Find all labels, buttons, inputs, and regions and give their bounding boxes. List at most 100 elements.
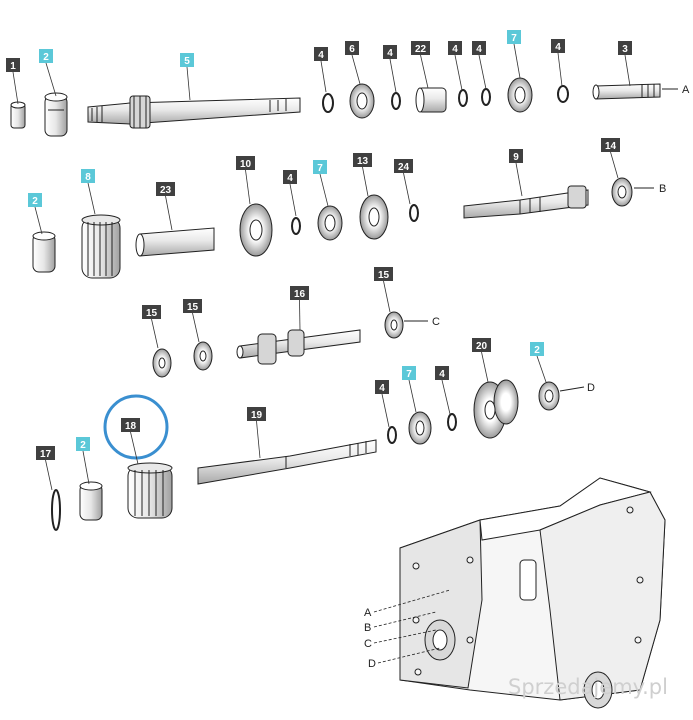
part-tag-4: 4 bbox=[375, 380, 390, 428]
gearbox-housing bbox=[399, 477, 666, 709]
part-tag-15: 15 bbox=[142, 305, 161, 349]
leader-line bbox=[256, 420, 261, 459]
part-4-circlip bbox=[291, 217, 301, 235]
leader-line bbox=[87, 182, 96, 215]
tag-number: 14 bbox=[605, 141, 617, 152]
leader-line bbox=[536, 355, 547, 383]
tag-box bbox=[180, 53, 194, 67]
tag-box bbox=[236, 156, 255, 170]
leader-line bbox=[34, 206, 43, 235]
part-4-circlip bbox=[557, 85, 569, 103]
tag-box bbox=[36, 446, 55, 460]
part-5-shaft bbox=[87, 95, 301, 129]
tag-box bbox=[394, 159, 413, 173]
tag-box bbox=[313, 160, 327, 174]
tag-box bbox=[472, 41, 486, 55]
tag-number: 2 bbox=[43, 52, 49, 63]
tag-box bbox=[507, 30, 521, 44]
tag-number: 23 bbox=[160, 185, 172, 196]
tag-number: 22 bbox=[415, 44, 427, 55]
tag-box bbox=[601, 138, 620, 152]
tag-number: 7 bbox=[406, 369, 412, 380]
leader-line bbox=[381, 393, 390, 428]
part-tag-23: 23 bbox=[156, 182, 175, 231]
tag-number: 6 bbox=[349, 44, 355, 55]
part-15-spacer bbox=[152, 348, 172, 378]
part-23-tube bbox=[139, 227, 215, 257]
part-tag-4: 4 bbox=[283, 170, 297, 217]
part-tag-6: 6 bbox=[345, 41, 361, 85]
leader-line bbox=[408, 379, 417, 413]
tag-number: 7 bbox=[317, 163, 323, 174]
leader-line bbox=[165, 195, 173, 231]
part-tag-19: 19 bbox=[247, 407, 266, 459]
part-20-gear bbox=[473, 379, 519, 439]
part-tag-7: 7 bbox=[507, 30, 521, 79]
tag-box bbox=[142, 305, 161, 319]
part-8-gear bbox=[81, 214, 121, 279]
tag-number: 2 bbox=[80, 440, 86, 451]
tag-number: 4 bbox=[476, 44, 482, 55]
part-tag-8: 8 bbox=[81, 169, 96, 215]
watermark: Sprzedajemy.pl bbox=[508, 675, 668, 699]
tag-number: 16 bbox=[294, 289, 306, 300]
part-16-countershaft bbox=[236, 329, 361, 365]
part-2-bearing bbox=[538, 381, 560, 411]
tag-box bbox=[530, 342, 544, 356]
leader-line bbox=[515, 162, 523, 197]
tag-box bbox=[39, 49, 53, 63]
part-1-bushing bbox=[10, 101, 26, 129]
part-tag-5: 5 bbox=[180, 53, 194, 101]
housing-letter-b: B bbox=[364, 622, 371, 634]
part-tag-3: 3 bbox=[618, 41, 632, 87]
tag-box bbox=[314, 47, 328, 61]
tag-number: 18 bbox=[125, 421, 137, 432]
part-2-bearing bbox=[79, 481, 103, 521]
part-tag-22: 22 bbox=[411, 41, 430, 89]
leader-line bbox=[389, 58, 397, 93]
tag-box bbox=[6, 58, 20, 72]
tag-box bbox=[411, 41, 430, 55]
part-tag-15: 15 bbox=[374, 267, 393, 313]
tag-number: 17 bbox=[40, 449, 52, 460]
housing-letter-c: C bbox=[364, 638, 372, 650]
part-7-bearing bbox=[317, 205, 343, 241]
leader-line bbox=[45, 459, 53, 491]
tag-number: 5 bbox=[184, 56, 190, 67]
tag-number: 24 bbox=[398, 162, 410, 173]
leader-line bbox=[320, 60, 327, 93]
part-tag-16: 16 bbox=[290, 286, 309, 331]
tag-number: 4 bbox=[452, 44, 458, 55]
part-tag-10: 10 bbox=[236, 156, 255, 205]
part-tag-2: 2 bbox=[28, 193, 43, 235]
part-tag-1: 1 bbox=[6, 58, 20, 105]
part-17-circlip bbox=[51, 489, 61, 531]
leader-line bbox=[319, 173, 329, 207]
leader-line bbox=[513, 43, 521, 79]
leader-line bbox=[420, 54, 429, 89]
leader-line bbox=[82, 450, 90, 485]
tag-box bbox=[509, 149, 523, 163]
tag-number: 4 bbox=[439, 369, 445, 380]
part-tag-15: 15 bbox=[183, 299, 202, 343]
tag-number: 19 bbox=[251, 410, 263, 421]
part-4-circlip bbox=[391, 92, 401, 110]
leader-line bbox=[481, 351, 489, 383]
tag-box bbox=[290, 286, 309, 300]
part-tag-2: 2 bbox=[39, 49, 57, 97]
tag-box bbox=[76, 437, 90, 451]
leader-line bbox=[624, 54, 631, 87]
tag-number: 4 bbox=[387, 48, 393, 59]
tag-number: 10 bbox=[240, 159, 252, 170]
part-tag-4: 4 bbox=[435, 366, 451, 415]
tag-box bbox=[81, 169, 95, 183]
part-tag-2: 2 bbox=[530, 342, 547, 383]
axis-line-d bbox=[559, 386, 585, 392]
tag-box bbox=[551, 39, 565, 53]
housing-leader-lines bbox=[373, 589, 451, 664]
tag-box bbox=[156, 182, 175, 196]
tag-number: 4 bbox=[318, 50, 324, 61]
highlight-circle bbox=[103, 394, 169, 460]
part-4-circlip bbox=[322, 93, 334, 113]
row-a-shaft-assembly bbox=[10, 77, 661, 137]
